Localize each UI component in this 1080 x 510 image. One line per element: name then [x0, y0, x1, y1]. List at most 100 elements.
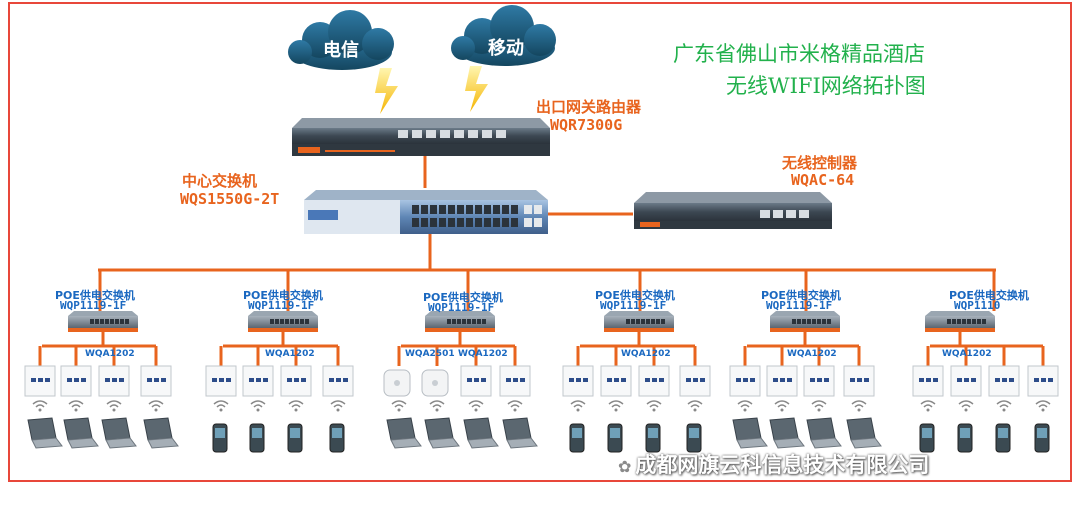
phone-icon	[287, 423, 303, 453]
panel-ap	[60, 365, 92, 397]
wifi-signal-icon	[646, 400, 662, 412]
wifi-signal-icon	[687, 400, 703, 412]
ap-model-label: WQA1202	[85, 349, 135, 359]
gateway-model: WQR7300G	[550, 116, 623, 134]
poe-switch-model: WQP1119-1F	[60, 299, 127, 312]
laptop-icon	[386, 417, 422, 449]
panel-ap	[766, 365, 798, 397]
phone-icon	[919, 423, 935, 453]
panel-ap	[803, 365, 835, 397]
panel-ap	[460, 365, 492, 397]
laptop-icon	[806, 417, 842, 449]
poe-switch-model: WQP1119-1F	[248, 299, 315, 312]
phone-icon	[995, 423, 1011, 453]
controller-label: 无线控制器	[782, 154, 858, 172]
panel-ap	[499, 365, 531, 397]
gateway-label: 出口网关路由器	[536, 98, 642, 116]
wifi-signal-icon	[330, 400, 346, 412]
panel-ap	[988, 365, 1020, 397]
wifi-signal-icon	[250, 400, 266, 412]
panel-ap	[242, 365, 274, 397]
poe-switch-label: POE供电交换机	[423, 291, 503, 304]
poe-switch	[68, 311, 138, 332]
telecom-cloud-label: 电信	[323, 40, 359, 61]
poe-switch-model: WQP1119-1F	[600, 299, 667, 312]
laptop-icon	[63, 417, 99, 449]
company-name: 成都网旗云科信息技术有限公司	[635, 453, 930, 477]
wifi-signal-icon	[570, 400, 586, 412]
wifi-signal-icon	[507, 400, 523, 412]
wifi-signal-icon	[737, 400, 753, 412]
ap-model-label: WQA1202	[621, 349, 671, 359]
laptop-icon	[846, 417, 882, 449]
gateway-router	[292, 118, 550, 156]
ap-model-label: WQA1202	[787, 349, 837, 359]
wifi-signal-icon	[148, 400, 164, 412]
phone-icon	[249, 423, 265, 453]
ceiling-ap	[383, 369, 411, 397]
core-switch-model: WQS1550G-2T	[180, 190, 280, 208]
panel-ap	[1027, 365, 1059, 397]
poe-switch	[925, 311, 995, 332]
mobile-cloud	[451, 5, 556, 66]
wifi-signal-icon	[32, 400, 48, 412]
ap-model-label: WQA1202	[458, 349, 508, 359]
panel-ap	[98, 365, 130, 397]
branch-links	[38, 270, 1045, 366]
company-watermark: ✿成都网旗云科信息技术有限公司	[618, 449, 929, 479]
wifi-signal-icon	[811, 400, 827, 412]
wifi-signal-icon	[851, 400, 867, 412]
controller-model: WQAC-64	[791, 171, 855, 189]
ap-model-label: WQA1202	[265, 349, 315, 359]
lightning-bolt-icon	[465, 66, 488, 112]
ap-model-label: WQA2501	[405, 349, 455, 359]
phone-icon	[645, 423, 661, 453]
ceiling-ap	[421, 369, 449, 397]
panel-ap	[24, 365, 56, 397]
laptop-icon	[769, 417, 805, 449]
panel-ap	[140, 365, 172, 397]
laptop-icon	[732, 417, 768, 449]
phone-icon	[607, 423, 623, 453]
panel-ap	[679, 365, 711, 397]
diagram-subtitle: 无线WIFI网络拓扑图	[726, 74, 926, 98]
ap-model-label: WQA1202	[942, 349, 992, 359]
poe-switch	[248, 311, 318, 332]
panel-ap	[562, 365, 594, 397]
diagram-frame	[8, 2, 1072, 482]
panel-ap	[729, 365, 761, 397]
poe-switch	[425, 311, 495, 332]
poe-switch-model: WQP1119-1F	[766, 299, 833, 312]
poe-switch	[770, 311, 840, 332]
phone-icon	[329, 423, 345, 453]
poe-switch-model: WQP1119-1F	[428, 301, 495, 314]
panel-ap	[638, 365, 670, 397]
poe-switch-label: POE供电交换机	[595, 289, 675, 302]
wireless-controller	[634, 192, 832, 229]
wifi-signal-icon	[429, 400, 445, 412]
panel-ap	[912, 365, 944, 397]
laptop-icon	[143, 417, 179, 449]
wifi-signal-icon	[608, 400, 624, 412]
mobile-cloud-label: 移动	[488, 38, 524, 59]
wifi-signal-icon	[68, 400, 84, 412]
laptop-icon	[502, 417, 538, 449]
phone-icon	[212, 423, 228, 453]
panel-ap	[322, 365, 354, 397]
lightning-bolt-icon	[375, 68, 398, 114]
laptop-icon	[424, 417, 460, 449]
trunk-links	[98, 156, 996, 272]
poe-switch-label: POE供电交换机	[243, 289, 323, 302]
wechat-icon: ✿	[618, 457, 632, 476]
telecom-cloud	[288, 10, 394, 70]
phone-icon	[957, 423, 973, 453]
panel-ap	[843, 365, 875, 397]
wifi-signal-icon	[774, 400, 790, 412]
wifi-signal-icon	[213, 400, 229, 412]
poe-switch-model: WQP1110	[954, 299, 1001, 312]
wifi-signal-icon	[391, 400, 407, 412]
wifi-signal-icon	[288, 400, 304, 412]
core-switch	[304, 190, 548, 234]
wifi-signal-icon	[468, 400, 484, 412]
poe-switch-label: POE供电交换机	[761, 289, 841, 302]
